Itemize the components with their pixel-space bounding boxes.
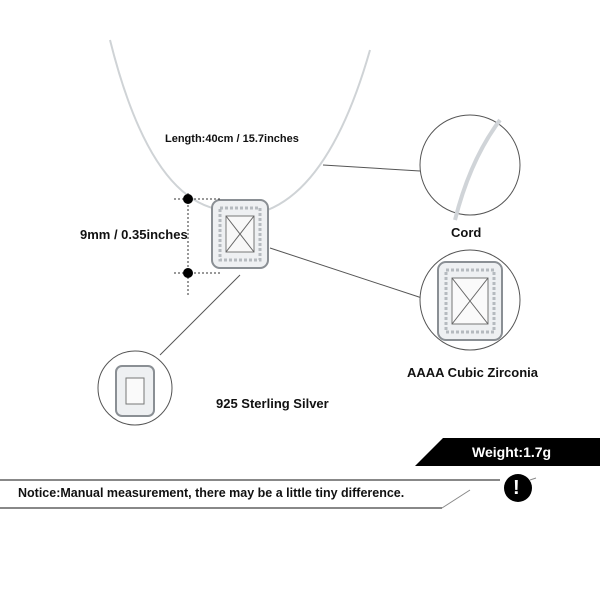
height-dimension xyxy=(174,193,222,295)
height-label: 9mm / 0.35inches xyxy=(80,227,188,242)
zirconia-label: AAAA Cubic Zirconia xyxy=(407,365,538,380)
silver-label: 925 Sterling Silver xyxy=(216,396,329,411)
cord-detail-circle xyxy=(419,114,521,221)
notice-bar xyxy=(0,474,537,509)
length-label: Length:40cm / 15.7inches xyxy=(165,133,299,145)
pendant-image xyxy=(211,199,269,269)
notice-text: Notice:Manual measurement, there may be … xyxy=(18,486,405,500)
weight-banner xyxy=(415,438,600,466)
silver-detail-circle xyxy=(97,350,173,426)
warning-icon xyxy=(504,474,532,502)
necklace-cord xyxy=(109,39,223,211)
warning-icon-glyph: ! xyxy=(513,477,520,499)
cord-label: Cord xyxy=(451,225,482,240)
zirconia-detail-circle xyxy=(419,249,521,351)
weight-label: Weight:1.7g xyxy=(472,444,552,460)
